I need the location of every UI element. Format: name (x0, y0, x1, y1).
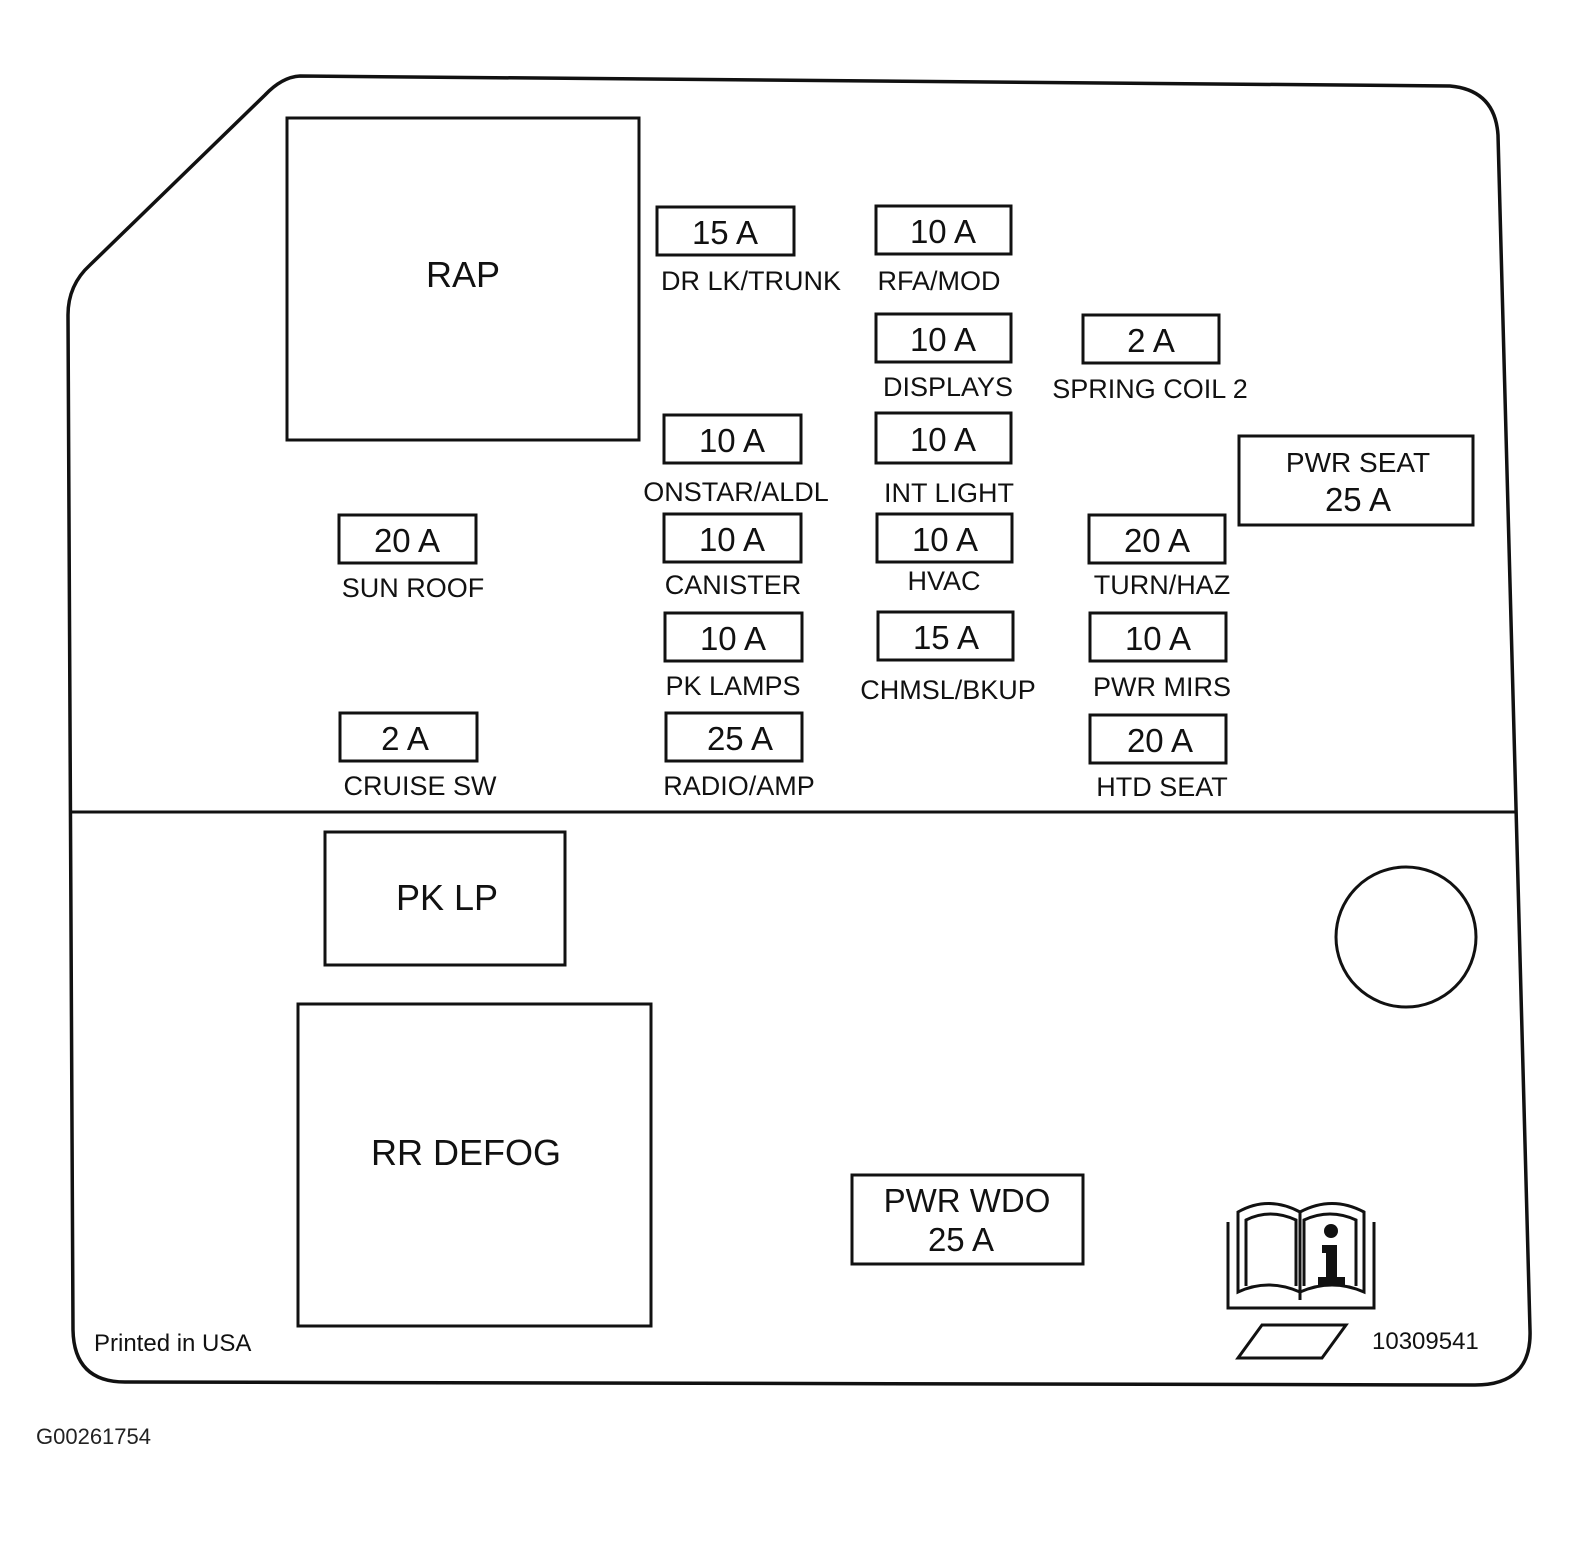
figure-id: G00261754 (36, 1424, 151, 1449)
fuse-label: RADIO/AMP (663, 771, 815, 801)
fuse-dr-lk-trunk: 15 A DR LK/TRUNK (655, 205, 841, 296)
fuse-amp-rating: 10 A (700, 620, 766, 657)
relay-rr-defog-label: RR DEFOG (371, 1132, 561, 1173)
fuse-label: HVAC (907, 566, 980, 596)
fuse-label: DR LK/TRUNK (661, 266, 841, 296)
mounting-hole (1334, 865, 1478, 1009)
breaker-pwr-seat: PWR SEAT 25 A (1237, 434, 1475, 527)
fuse-rfa-mod: 10 A RFA/MOD (874, 204, 1013, 296)
fuse-label: CHMSL/BKUP (860, 675, 1036, 705)
breaker-amp-rating: 25 A (928, 1221, 994, 1258)
label-tab (1235, 1323, 1349, 1360)
fuse-pk-lamps: 10 A PK LAMPS (663, 611, 804, 701)
fuse-amp-rating: 2 A (381, 720, 429, 757)
fuse-label: PK LAMPS (665, 671, 800, 701)
fuse-onstar-aldl: 10 A ONSTAR/ALDL (643, 413, 829, 507)
fuse-label: DISPLAYS (883, 372, 1013, 402)
fuse-label: INT LIGHT (884, 478, 1014, 508)
fuse-canister: 10 A CANISTER (662, 512, 803, 600)
fuse-amp-rating: 25 A (707, 720, 773, 757)
fuse-label: TURN/HAZ (1094, 570, 1231, 600)
fuse-label: PWR MIRS (1093, 672, 1231, 702)
relay-rr-defog: RR DEFOG (296, 1002, 653, 1328)
fuse-displays: 10 A DISPLAYS (874, 312, 1013, 402)
breaker-label: PWR SEAT (1286, 447, 1430, 478)
relay-pk-lp: PK LP (323, 830, 567, 967)
fuse-label: CRUISE SW (343, 771, 497, 801)
fuse-amp-rating: 15 A (692, 214, 758, 251)
fuse-amp-rating: 20 A (374, 522, 440, 559)
breaker-label: PWR WDO (884, 1182, 1051, 1219)
relay-rap: RAP (285, 116, 641, 442)
fuse-label: SUN ROOF (342, 573, 485, 603)
fuse-amp-rating: 20 A (1124, 522, 1190, 559)
fuse-hvac: 10 A HVAC (875, 512, 1014, 596)
fuse-amp-rating: 10 A (910, 213, 976, 250)
fuse-spring-coil-2: 2 A SPRING COIL 2 (1052, 313, 1248, 404)
fuse-pwr-mirs: 10 A PWR MIRS (1088, 611, 1231, 702)
fuse-label: RFA/MOD (877, 266, 1000, 296)
fuse-amp-rating: 10 A (699, 422, 765, 459)
fuse-amp-rating: 2 A (1127, 322, 1175, 359)
fuse-htd-seat: 20 A HTD SEAT (1088, 713, 1228, 802)
owner-manual-info-icon (1226, 1202, 1376, 1310)
fuse-amp-rating: 15 A (913, 619, 979, 656)
relay-pk-lp-label: PK LP (396, 877, 498, 918)
fuse-amp-rating: 10 A (1125, 620, 1191, 657)
fuse-amp-rating: 10 A (910, 421, 976, 458)
breaker-amp-rating: 25 A (1325, 481, 1391, 518)
fuse-turn-haz: 20 A TURN/HAZ (1087, 513, 1231, 600)
fuse-cruise-sw: 2 A CRUISE SW (338, 711, 497, 801)
fuse-chmsl-bkup: 15 A CHMSL/BKUP (860, 610, 1036, 705)
fuse-label: CANISTER (665, 570, 802, 600)
fuse-amp-rating: 10 A (699, 521, 765, 558)
part-number: 10309541 (1372, 1328, 1479, 1355)
fuse-amp-rating: 10 A (912, 521, 978, 558)
fuse-amp-rating: 20 A (1127, 722, 1193, 759)
fuse-label: ONSTAR/ALDL (643, 477, 829, 507)
relay-rap-label: RAP (426, 254, 500, 295)
fuse-sun-roof: 20 A SUN ROOF (337, 513, 485, 603)
breaker-pwr-wdo: PWR WDO 25 A (850, 1173, 1085, 1266)
fuse-radio-amp: 25 A RADIO/AMP (663, 711, 815, 801)
printed-in-usa: Printed in USA (94, 1330, 251, 1357)
fuse-amp-rating: 10 A (910, 321, 976, 358)
fuse-label: SPRING COIL 2 (1052, 374, 1248, 404)
fuse-label: HTD SEAT (1096, 772, 1228, 802)
fuse-int-light: 10 A INT LIGHT (874, 411, 1014, 508)
